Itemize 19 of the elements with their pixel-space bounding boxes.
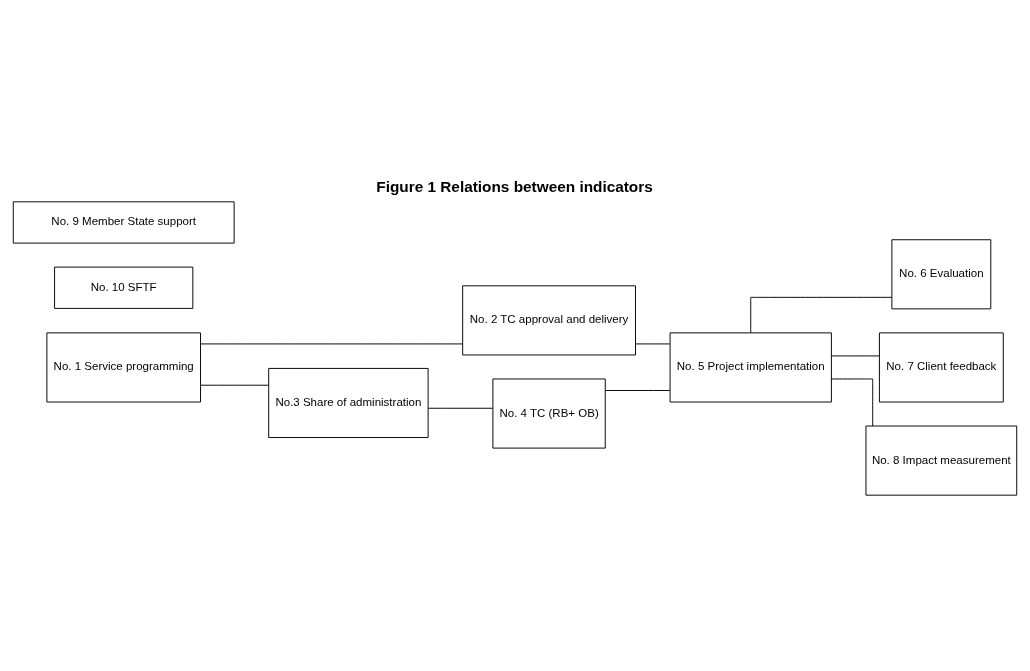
connector [200,384,269,386]
node-box: No.3 Share of administration [268,367,429,438]
connector [831,354,880,356]
node-box: No. 7 Client feedback [878,331,1004,402]
node-box: No. 4 TC (RB+ OB) [492,378,606,449]
node-box: No. 10 SFTF [54,266,194,309]
connector [427,407,494,409]
node-box: No. 9 Member State support [12,200,235,244]
connector [200,342,463,344]
connector [750,296,893,333]
connector [635,342,671,344]
diagram-title: Figure 1 Relations between indicators [376,177,653,195]
node-box: No. 8 Impact measurement [865,425,1018,496]
connector [605,389,671,391]
node-box: No. 2 TC approval and delivery [462,284,636,355]
node-box: No. 6 Evaluation [891,238,992,309]
connector [830,378,874,426]
node-box: No. 5 Project implementation [669,331,832,402]
node-box: No. 1 Service programming [46,331,201,402]
